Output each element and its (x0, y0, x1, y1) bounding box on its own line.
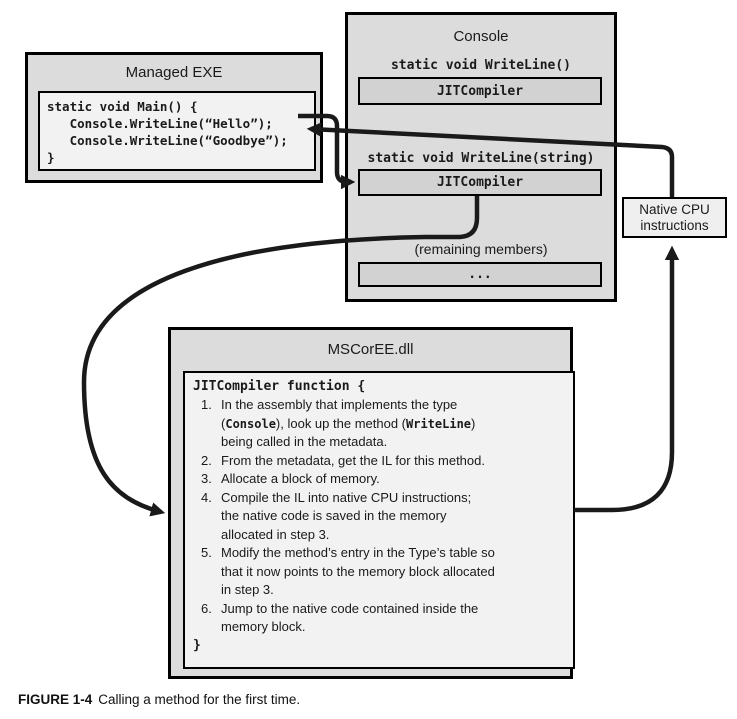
managed-exe-code-box: static void Main() { Console.WriteLine(“… (38, 91, 316, 171)
mscoree-box: MSCorEE.dll JITCompiler function { 1. In … (168, 327, 575, 679)
step-number: 3. (201, 471, 212, 486)
inline-code: WriteLine (406, 416, 472, 431)
remaining-members-label: (remaining members) (414, 241, 548, 257)
writeline-string-method-label: static void WriteLine(string) (367, 151, 595, 166)
jit-steps-list: 1. In the assembly that implements the ty… (185, 396, 573, 637)
jitcompiler-function-close: } (193, 637, 201, 653)
step-number: 2. (201, 452, 212, 468)
step-number: 1. (201, 397, 212, 412)
step-item: 1. In the assembly that implements the ty… (185, 396, 573, 452)
mscoree-title: MSCorEE.dll (327, 341, 414, 358)
writeline-method-label: static void WriteLine() (390, 58, 571, 73)
step-text: Compile the IL into native CPU instructi… (221, 489, 472, 542)
figure-caption: FIGURE 1-4 Calling a method for the first… (18, 692, 300, 707)
step-text: Modify the method’s entry in the Type’s … (221, 545, 495, 597)
jitcompiler-stub-1-label: JITCompiler (436, 83, 524, 99)
step-item: 3. Allocate a block of memory. (185, 470, 573, 489)
console-title: Console (453, 28, 509, 45)
managed-exe-title: Managed EXE (125, 64, 223, 81)
remaining-members-dots: ... (468, 267, 492, 282)
caption-label: FIGURE 1-4 (18, 692, 93, 707)
code-line: } (47, 150, 55, 165)
managed-exe-box: Managed EXE static void Main() { Console… (25, 52, 323, 183)
step-text: From the metadata, get the IL for this m… (221, 452, 485, 468)
inline-code: Console (225, 416, 276, 431)
step-item: 2. From the metadata, get the IL for this… (185, 452, 573, 471)
code-line: Console.WriteLine(“Hello”); (47, 116, 273, 131)
code-line: static void Main() { (47, 99, 198, 114)
step-text: Allocate a block of memory. (221, 471, 380, 486)
step-text: Jump to the native code contained inside… (221, 600, 479, 635)
jitcompiler-function-box: JITCompiler function { 1. In the assembly… (183, 371, 575, 669)
jitcompiler-stub-2: JITCompiler (358, 169, 602, 196)
remaining-members-slot: ... (358, 262, 602, 287)
step-number: 4. (201, 489, 212, 505)
step-number: 6. (201, 600, 212, 616)
jitcompiler-stub-1: JITCompiler (358, 77, 602, 105)
caption-text: Calling a method for the first time. (98, 692, 301, 707)
step-item: 4. Compile the IL into native CPU instruc… (185, 489, 573, 545)
step-number: 5. (201, 545, 212, 560)
step-item: 6. Jump to the native code contained insi… (185, 600, 573, 637)
native-cpu-instructions-box: Native CPU instructions (622, 197, 727, 238)
step-text: In the assembly that implements the type… (221, 397, 476, 449)
step-item: 5. Modify the method’s entry in the Type’… (185, 544, 573, 600)
code-line: Console.WriteLine(“Goodbye”); (47, 133, 288, 148)
jitcompiler-stub-2-label: JITCompiler (436, 175, 524, 190)
jitcompiler-function-open: JITCompiler function { (193, 379, 366, 394)
